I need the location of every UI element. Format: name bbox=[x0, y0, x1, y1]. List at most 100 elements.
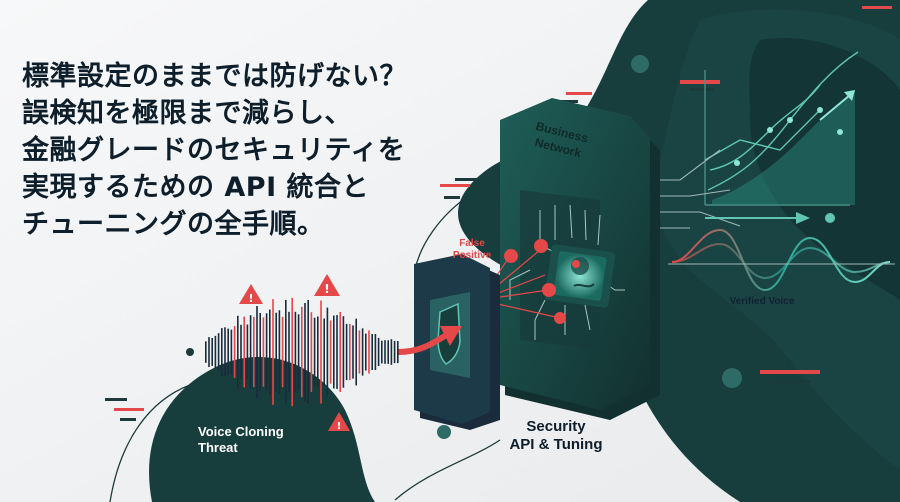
waveform-bar bbox=[345, 323, 348, 381]
node-dot bbox=[437, 425, 451, 439]
waveform-bar bbox=[217, 333, 220, 371]
node-dot bbox=[825, 213, 835, 223]
waveform-bar bbox=[381, 340, 383, 364]
waveform-bar bbox=[243, 316, 245, 388]
waveform-bar bbox=[230, 329, 233, 375]
waveform-bar bbox=[291, 297, 293, 407]
processor-chip-icon bbox=[544, 244, 616, 308]
arrow-icon bbox=[796, 212, 810, 224]
false-positive-label-line: Positive bbox=[452, 250, 492, 261]
waveform-bar bbox=[393, 340, 396, 364]
waveform-bar bbox=[297, 314, 300, 390]
waveform-bar bbox=[317, 316, 319, 388]
waveform-bar bbox=[269, 309, 271, 395]
headline-line: 実現するための API 統合と bbox=[22, 172, 370, 203]
threat-blob bbox=[149, 356, 375, 502]
headline-line: 誤検知を極限まで減らし、 bbox=[22, 98, 352, 129]
waveform-bar bbox=[387, 340, 389, 364]
trend-area bbox=[712, 90, 855, 205]
waveform-bar bbox=[224, 327, 226, 377]
waveform-bar bbox=[384, 340, 386, 364]
svg-text:!: ! bbox=[337, 421, 342, 432]
waveform-bar bbox=[211, 338, 213, 366]
node-dot bbox=[722, 368, 742, 388]
waveform-bar bbox=[301, 306, 303, 398]
waveform-bar bbox=[371, 334, 373, 370]
waveform-bar bbox=[361, 328, 364, 376]
waveform-bar bbox=[237, 315, 239, 389]
shield-icon bbox=[414, 254, 500, 430]
voice-cloning-threat-label-line: Voice Cloning bbox=[198, 424, 284, 439]
headline-line: 標準設定のままでは防げない？ bbox=[22, 61, 407, 92]
waveform-bar bbox=[349, 324, 351, 381]
decorative-dashes bbox=[105, 6, 892, 421]
waveform-bar bbox=[208, 337, 210, 367]
waveform-bar bbox=[320, 300, 322, 404]
voice-cloning-threat-label-line: Threat bbox=[198, 440, 238, 455]
waveform-bar bbox=[281, 316, 284, 388]
false-positive-label-line: False bbox=[459, 238, 485, 249]
waveform-bar bbox=[374, 334, 377, 370]
arrow-icon bbox=[844, 90, 855, 101]
waveform-bar bbox=[304, 303, 306, 401]
svg-text:!: ! bbox=[248, 292, 253, 305]
waveform-bar bbox=[342, 316, 345, 388]
waveform-bar bbox=[397, 341, 399, 364]
node-dot bbox=[631, 55, 649, 73]
waveform-bar bbox=[313, 317, 316, 387]
waveform-bar bbox=[358, 330, 361, 374]
waveform-bar bbox=[221, 328, 223, 376]
waveform-bar bbox=[294, 311, 297, 393]
waveform-bar bbox=[246, 324, 249, 380]
verified-voice-label: Verified Voice bbox=[729, 296, 795, 307]
waveform-bar bbox=[278, 310, 281, 394]
false-positive-label: False Positive bbox=[440, 238, 504, 262]
waveform-bar bbox=[326, 307, 329, 397]
waveform-bar bbox=[323, 318, 325, 386]
waveform-bar bbox=[339, 312, 341, 392]
verified-voice-waveform bbox=[671, 228, 891, 292]
waveform-bar bbox=[355, 318, 357, 386]
headline-line: 金融グレードのセキュリティを bbox=[22, 135, 406, 166]
svg-text:!: ! bbox=[324, 282, 329, 296]
waveform-bar bbox=[272, 299, 274, 405]
waveform-bar bbox=[256, 306, 258, 398]
headline-line: チューニングの全手順。 bbox=[22, 209, 325, 240]
waveform-bar bbox=[240, 324, 242, 380]
arrow-icon bbox=[397, 326, 462, 355]
waveform-bar bbox=[214, 335, 217, 369]
waveform-bar bbox=[227, 328, 229, 376]
headline: 標準設定のままでは防げない？ 誤検知を極限まで減らし、 金融グレードのセキュリテ… bbox=[22, 58, 482, 243]
waveform-bar bbox=[249, 315, 252, 389]
waveform-bar bbox=[333, 315, 335, 389]
warning-icon: ! bbox=[239, 284, 263, 305]
security-api-tuning-label-line: Security bbox=[526, 418, 586, 435]
waveform-bar bbox=[307, 300, 309, 404]
security-api-tuning-label-line: API & Tuning bbox=[509, 436, 603, 453]
warning-icon: ! bbox=[328, 412, 350, 432]
warning-icon: ! bbox=[314, 274, 340, 296]
waveform-bar bbox=[352, 325, 354, 379]
waveform-bar bbox=[288, 311, 290, 393]
voice-cloning-waveform bbox=[205, 297, 399, 407]
waveform-bar bbox=[368, 330, 370, 374]
waveform-bar bbox=[336, 315, 338, 389]
waveform-bar bbox=[205, 341, 207, 363]
waveform-bar bbox=[390, 339, 393, 365]
waveform-bar bbox=[365, 333, 367, 371]
waveform-bar bbox=[233, 326, 236, 378]
waveform-bar bbox=[265, 313, 268, 391]
waveform-bar bbox=[262, 317, 265, 387]
waveform-bar bbox=[259, 313, 261, 391]
waveform-bar bbox=[253, 316, 255, 387]
waveform-bar bbox=[275, 312, 277, 392]
waveform-bar bbox=[285, 299, 287, 404]
waveform-bar bbox=[329, 320, 332, 384]
network-backdrop-deep bbox=[749, 38, 900, 300]
arrow-icon bbox=[819, 94, 851, 121]
waveform-bar bbox=[310, 312, 313, 392]
trend-points bbox=[734, 107, 843, 166]
security-api-tuning-label: Security API & Tuning bbox=[486, 418, 626, 454]
node-dot bbox=[186, 348, 194, 356]
